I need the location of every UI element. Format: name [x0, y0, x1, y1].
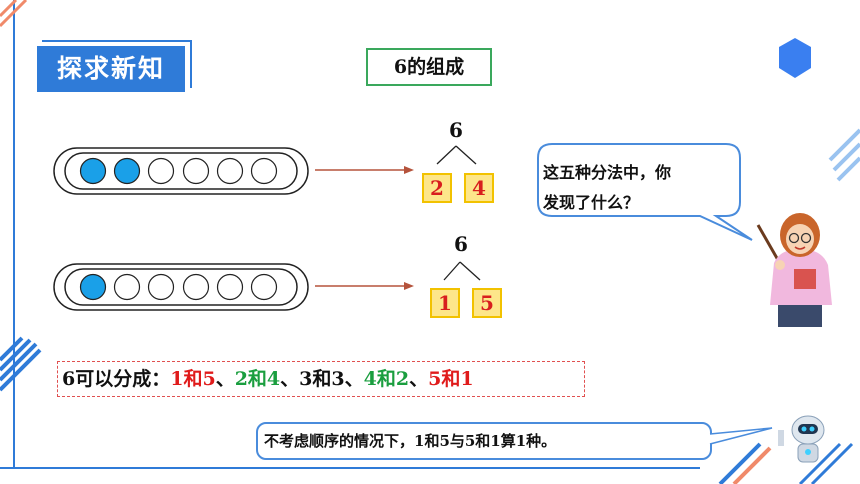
corner-stripes-bottom-right	[718, 442, 854, 484]
speech-text: 这五种分法中，你 发现了什么？	[543, 158, 733, 218]
answer-item: 、	[344, 368, 364, 390]
hexagon-icon	[779, 38, 811, 78]
part-box: 5	[472, 288, 502, 318]
total-number: 6	[449, 118, 463, 142]
counter-empty	[113, 273, 141, 301]
split-lines-row-1	[436, 145, 477, 165]
section-tag: 探求新知	[56, 54, 165, 83]
counter-filled	[79, 273, 107, 301]
part-box: 2	[422, 173, 452, 203]
page-title: 6的组成	[366, 48, 492, 86]
answer-item: 2和4	[234, 368, 281, 390]
answer-item: 、	[280, 368, 300, 390]
counter-empty	[182, 157, 210, 185]
counter-frame-row-1	[53, 147, 309, 195]
counter-empty	[250, 157, 278, 185]
answer-box	[57, 361, 585, 397]
arrow-row-2	[315, 282, 414, 290]
arrow-row-1	[315, 166, 414, 174]
counter-empty	[182, 273, 210, 301]
part-box: 1	[430, 288, 460, 318]
counter-empty	[147, 273, 175, 301]
counter-empty	[250, 273, 278, 301]
robot-illustration	[778, 415, 825, 463]
answer-item: 1和5	[170, 368, 216, 390]
answer-item: 、	[409, 368, 429, 390]
answer-items: 1和5、2和4、3和3、4和2、5和1	[170, 368, 473, 390]
counter-filled	[113, 157, 141, 185]
corner-stripes-left	[0, 336, 42, 392]
answer-item: 5和1	[428, 368, 474, 390]
counter-empty	[216, 157, 244, 185]
answer-item: 3和3	[299, 368, 345, 390]
speech-line-1: 这五种分法中，你	[543, 163, 672, 182]
speech-line-2: 发现了什么？	[543, 193, 640, 212]
counter-frame-row-2	[53, 263, 309, 311]
answer-item: 、	[215, 368, 235, 390]
note-text: 不考虑顺序的情况下，1和5与5和1算1种。	[264, 432, 557, 450]
answer-prefix: 6可以分成：	[62, 368, 171, 390]
counter-filled	[79, 157, 107, 185]
section-tag-bg	[37, 46, 185, 92]
counter-empty	[147, 157, 175, 185]
corner-stripes-top-left	[0, 0, 28, 28]
counter-empty	[216, 273, 244, 301]
answer-item: 4和2	[363, 368, 410, 390]
part-box: 4	[464, 173, 494, 203]
corner-stripes-right	[828, 128, 860, 182]
answer-line: 6可以分成：1和5、2和4、3和3、4和2、5和1	[62, 362, 474, 396]
total-number: 6	[454, 232, 468, 256]
teacher-illustration	[756, 213, 832, 327]
split-lines-row-2	[443, 261, 481, 281]
